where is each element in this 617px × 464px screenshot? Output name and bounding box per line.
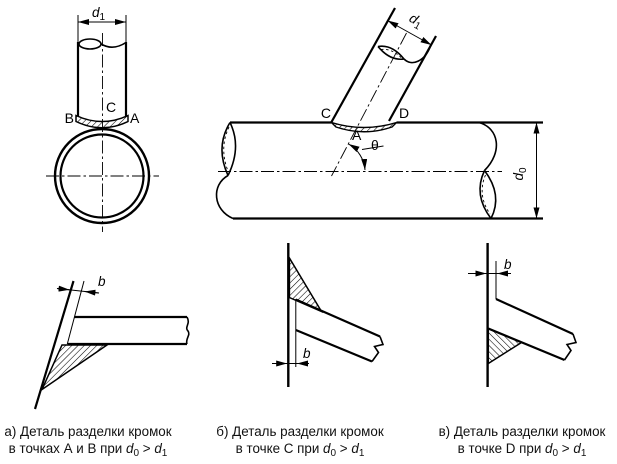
caption-a-line2-prefix: в точках А и В при <box>8 441 127 456</box>
left-break-lens-dashes <box>223 126 230 172</box>
label-theta: θ <box>371 137 379 153</box>
caption-a-d1-subscript: 1 <box>161 448 168 459</box>
caption-b-d0-symbol: d <box>323 441 331 456</box>
caption-v-d1-subscript: 1 <box>580 448 587 459</box>
dim-d1-line-sideview <box>387 20 432 46</box>
label-point-c-sideview: C <box>321 105 331 121</box>
label-d1-sideview-group: d1 <box>405 10 426 32</box>
caption-a-d0-subscript: 0 <box>133 448 140 459</box>
caption-a-line1: а) Деталь разделки кромок <box>4 424 172 439</box>
detail-v-branch-break <box>563 333 578 361</box>
caption-a-relation: > <box>142 441 151 456</box>
caption-v-line1: в) Деталь разделки кромок <box>438 424 606 439</box>
caption-a-line2: в точках А и В при d0 > d1 <box>0 440 176 462</box>
angle-theta-arc <box>348 143 368 171</box>
main-pipe-inner-circle <box>59 133 145 219</box>
detail-a: b <box>33 274 190 410</box>
right-break-lens-left-arc <box>479 170 492 219</box>
detail-a-dim-b-arrow-left <box>56 285 70 292</box>
detail-a-dim-b-arrow-right <box>84 289 100 296</box>
branch-end-lens-dashes <box>380 48 402 58</box>
detail-a-label-b: b <box>98 274 106 289</box>
theta-leader-line <box>361 145 384 150</box>
left-break-lens-right-arc <box>227 122 237 176</box>
caption-b: б) Деталь разделки кромок в точке С при … <box>208 423 392 462</box>
caption-v-line2: в точке D при d0 > d1 <box>428 440 616 462</box>
caption-b-line2: в точке С при d0 > d1 <box>208 440 392 462</box>
branch-break-lens <box>78 38 102 50</box>
caption-a-d0-symbol: d <box>126 441 134 456</box>
branch-pipe-wall-left <box>330 7 396 123</box>
weld-saddle-hatch-sideview <box>331 121 397 133</box>
label-point-a-endview: A <box>130 110 140 126</box>
caption-b-relation: > <box>339 441 348 456</box>
detail-b-label-b: b <box>303 346 311 361</box>
caption-b-line1: б) Деталь разделки кромок <box>216 424 384 439</box>
detail-v: b <box>468 243 578 387</box>
right-break-lens-right-arc <box>483 170 497 219</box>
detail-a-plate-break <box>185 316 190 345</box>
caption-b-line2-prefix: в точке С при <box>235 441 324 456</box>
detail-b-weld-hatch <box>288 255 324 314</box>
label-point-d-sideview: D <box>399 105 409 121</box>
label-point-b: B <box>65 110 74 126</box>
right-break-head <box>478 121 498 172</box>
d0-symbol: d <box>511 173 526 181</box>
branch-end-lens-upper-arc <box>377 45 405 60</box>
left-break-tail <box>215 174 234 220</box>
left-break-lens-left-arc <box>221 122 231 176</box>
d1-subscript: 1 <box>412 20 423 33</box>
main-pipe-outer-circle <box>53 127 151 225</box>
branch-end-break-curve <box>403 45 432 64</box>
detail-v-branch-top-edge <box>495 297 574 336</box>
label-d1-endview: d1 <box>92 5 106 23</box>
caption-v-relation: > <box>561 441 570 456</box>
caption-v-d0-symbol: d <box>545 441 553 456</box>
caption-a: а) Деталь разделки кромок в точках А и В… <box>0 423 176 462</box>
caption-b-d1-symbol: d <box>351 441 359 456</box>
branch-break-curve <box>100 41 127 48</box>
detail-b-branch-break <box>371 336 385 362</box>
detail-v-weld-hatch <box>487 327 524 365</box>
caption-v-d0-subscript: 0 <box>552 448 559 459</box>
weld-saddle-hatch <box>75 114 129 129</box>
caption-b-d1-subscript: 1 <box>358 448 365 459</box>
detail-v-label-b: b <box>504 257 512 272</box>
d1-symbol: d <box>92 5 100 20</box>
d0-subscript: 0 <box>518 167 529 173</box>
label-point-c-endview: C <box>106 99 116 115</box>
right-break-lens-dashes <box>481 174 491 215</box>
label-d0-group: d0 <box>511 167 529 181</box>
caption-v-d1-symbol: d <box>573 441 581 456</box>
label-point-a-sideview: A <box>352 127 362 143</box>
detail-b-branch-bottom-edge <box>295 328 373 363</box>
label-d1-sideview: d1 <box>405 10 426 32</box>
caption-v: в) Деталь разделки кромок в точке D при … <box>428 423 616 462</box>
caption-v-line2-prefix: в точке D при <box>457 441 546 456</box>
branch-end-lens-lower-arc <box>377 45 405 61</box>
caption-a-d1-symbol: d <box>154 441 162 456</box>
d1-subscript: 1 <box>100 12 106 23</box>
label-d0: d0 <box>511 167 529 181</box>
detail-a-branch-wall-line <box>33 280 75 410</box>
side-view: d1 C D A θ d0 <box>215 7 543 220</box>
end-view: d1 B C A <box>46 5 159 232</box>
detail-a-weld-hatch <box>40 344 110 392</box>
branch-centerline <box>331 32 407 177</box>
caption-b-d0-subscript: 0 <box>330 448 337 459</box>
detail-b: b <box>272 243 385 387</box>
